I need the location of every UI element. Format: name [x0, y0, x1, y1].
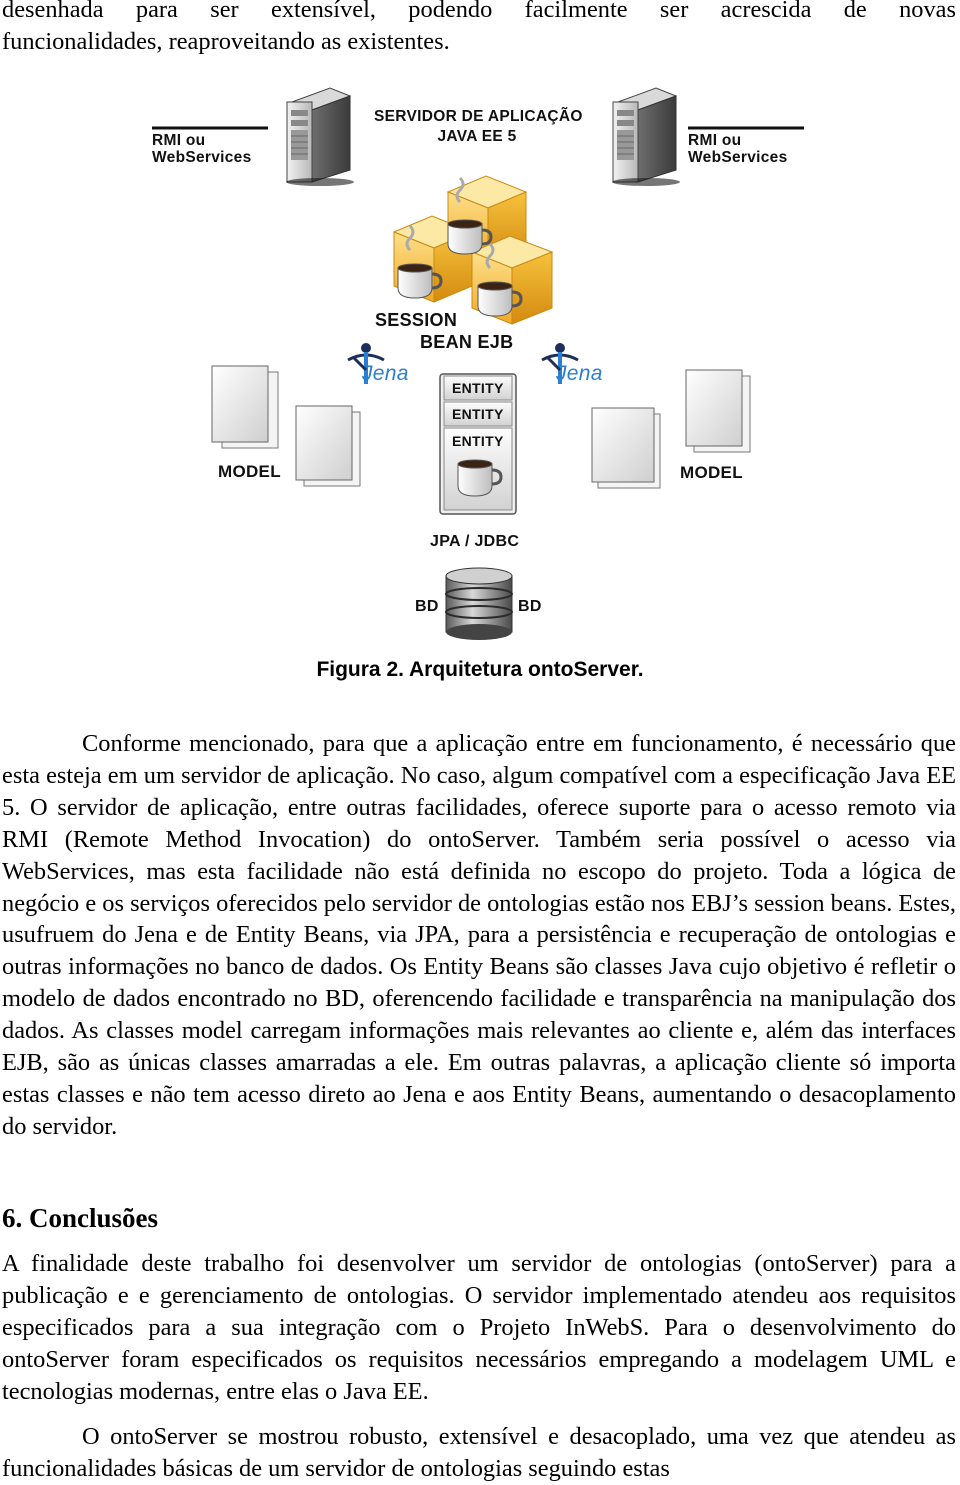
right-protocol-line-1: RMI ou [688, 132, 742, 149]
jena-right-label: Jena [556, 362, 603, 385]
intro-paragraph: desenhada para ser extensível, podendo f… [2, 0, 956, 58]
left-protocol-line-1: RMI ou [152, 132, 206, 149]
model-right-label: MODEL [680, 463, 743, 482]
jena-right-logo-icon [541, 343, 579, 384]
left-model-documents-icon [211, 365, 361, 487]
left-protocol-label: RMI ou WebServices [152, 132, 252, 166]
architecture-figure [152, 87, 804, 640]
bean-ejb-label: BEAN EJB [420, 332, 514, 352]
server-title-label: SERVIDOR DE APLICAÇÃO JAVA EE 5 [374, 107, 583, 147]
right-protocol-label: RMI ou WebServices [688, 132, 788, 166]
server-title-line-2: JAVA EE 5 [437, 128, 517, 145]
right-server-icon [612, 87, 680, 186]
right-model-documents-icon [591, 369, 751, 489]
database-icon [445, 567, 513, 640]
jpa-jdbc-label: JPA / JDBC [430, 533, 520, 550]
entity-stack-icon [439, 373, 517, 515]
jena-left-label: Jena [362, 362, 409, 385]
paragraph-architecture: Conforme mencionado, para que a aplicaçã… [2, 730, 956, 1140]
model-left-label: MODEL [218, 462, 281, 481]
entity-label-2: ENTITY [452, 406, 504, 422]
figure-caption: Figura 2. Arquitetura ontoServer. [316, 658, 644, 681]
jena-left-logo-icon [347, 343, 385, 384]
left-protocol-line-2: WebServices [152, 149, 252, 166]
entity-label-1: ENTITY [452, 380, 504, 396]
bd-left-label: BD [415, 598, 439, 615]
session-label: SESSION [375, 310, 458, 330]
paragraph-conclusions: A finalidade deste trabalho foi desenvol… [2, 1250, 956, 1405]
bd-right-label: BD [518, 598, 542, 615]
paragraph-conclusions-2: O ontoServer se mostrou robusto, extensí… [2, 1423, 956, 1482]
entity-label-3: ENTITY [452, 433, 504, 449]
section-heading: 6. Conclusões [2, 1203, 159, 1233]
server-title-line-1: SERVIDOR DE APLICAÇÃO [374, 108, 583, 125]
left-server-icon [286, 87, 354, 186]
session-bean-cubes-icon [392, 175, 554, 325]
intro-line-2: funcionalidades, reaproveitando as exist… [2, 27, 450, 55]
right-protocol-line-2: WebServices [688, 149, 788, 166]
intro-line-1: desenhada para ser extensível, podendo f… [2, 0, 956, 23]
